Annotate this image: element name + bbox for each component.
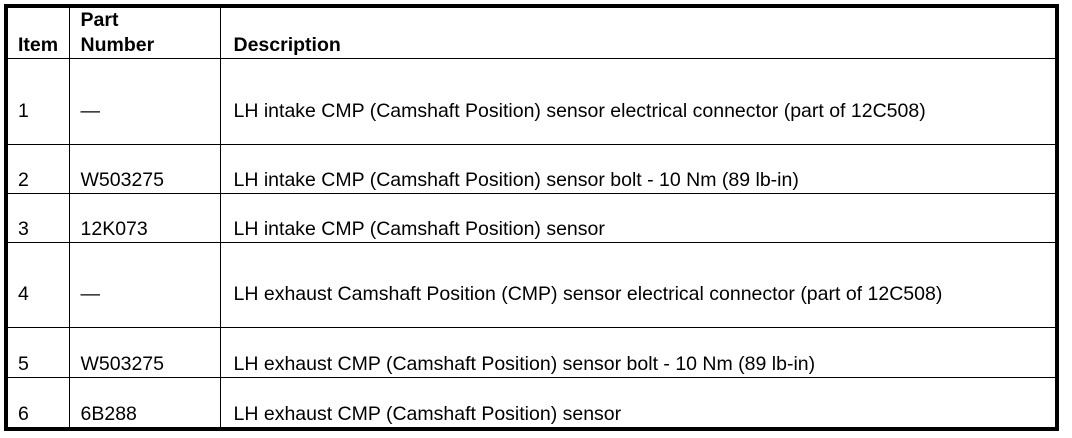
column-header-description-label: Description	[233, 34, 341, 56]
column-header-part-number-line2: Number	[80, 34, 155, 56]
cell-item: 3	[5, 192, 70, 243]
cell-part-number: W503275	[68, 327, 221, 378]
column-header-description: Description	[219, 5, 1058, 59]
cell-part-number: —	[68, 241, 221, 329]
table-body: 1 — LH intake CMP (Camshaft Position) se…	[5, 58, 1058, 430]
cell-description: LH intake CMP (Camshaft Position) sensor…	[219, 58, 1058, 145]
cell-part-number: —	[68, 58, 221, 145]
column-header-part-number: Part Number	[68, 5, 221, 59]
header-row: Item Part Number Description	[5, 5, 1058, 59]
table-row: 4 — LH exhaust Camshaft Position (CMP) s…	[5, 241, 1058, 329]
cell-part-number: W503275	[68, 143, 221, 194]
cell-part-number: 6B288	[68, 376, 221, 430]
column-header-item: Item	[5, 5, 70, 59]
cell-item: 6	[5, 376, 70, 430]
cell-description: LH exhaust Camshaft Position (CMP) senso…	[219, 241, 1058, 329]
parts-table: Item Part Number Description 1 — LH inta…	[4, 4, 1059, 431]
column-header-part-number-line1: Part	[80, 9, 119, 31]
cell-item: 4	[5, 241, 70, 329]
table-row: 1 — LH intake CMP (Camshaft Position) se…	[5, 58, 1058, 145]
cell-item: 1	[5, 58, 70, 145]
cell-description: LH intake CMP (Camshaft Position) sensor…	[219, 143, 1058, 194]
cell-description: LH exhaust CMP (Camshaft Position) senso…	[219, 376, 1058, 430]
cell-description: LH intake CMP (Camshaft Position) sensor	[219, 192, 1058, 243]
column-header-item-label: Item	[18, 34, 59, 56]
table-row: 2 W503275 LH intake CMP (Camshaft Positi…	[5, 143, 1058, 194]
table-header: Item Part Number Description	[5, 5, 1058, 59]
cell-item: 5	[5, 327, 70, 378]
table-row: 6 6B288 LH exhaust CMP (Camshaft Positio…	[5, 376, 1058, 430]
cell-item: 2	[5, 143, 70, 194]
table-row: 3 12K073 LH intake CMP (Camshaft Positio…	[5, 192, 1058, 243]
cell-part-number: 12K073	[68, 192, 221, 243]
table-row: 5 W503275 LH exhaust CMP (Camshaft Posit…	[5, 327, 1058, 378]
cell-description: LH exhaust CMP (Camshaft Position) senso…	[219, 327, 1058, 378]
